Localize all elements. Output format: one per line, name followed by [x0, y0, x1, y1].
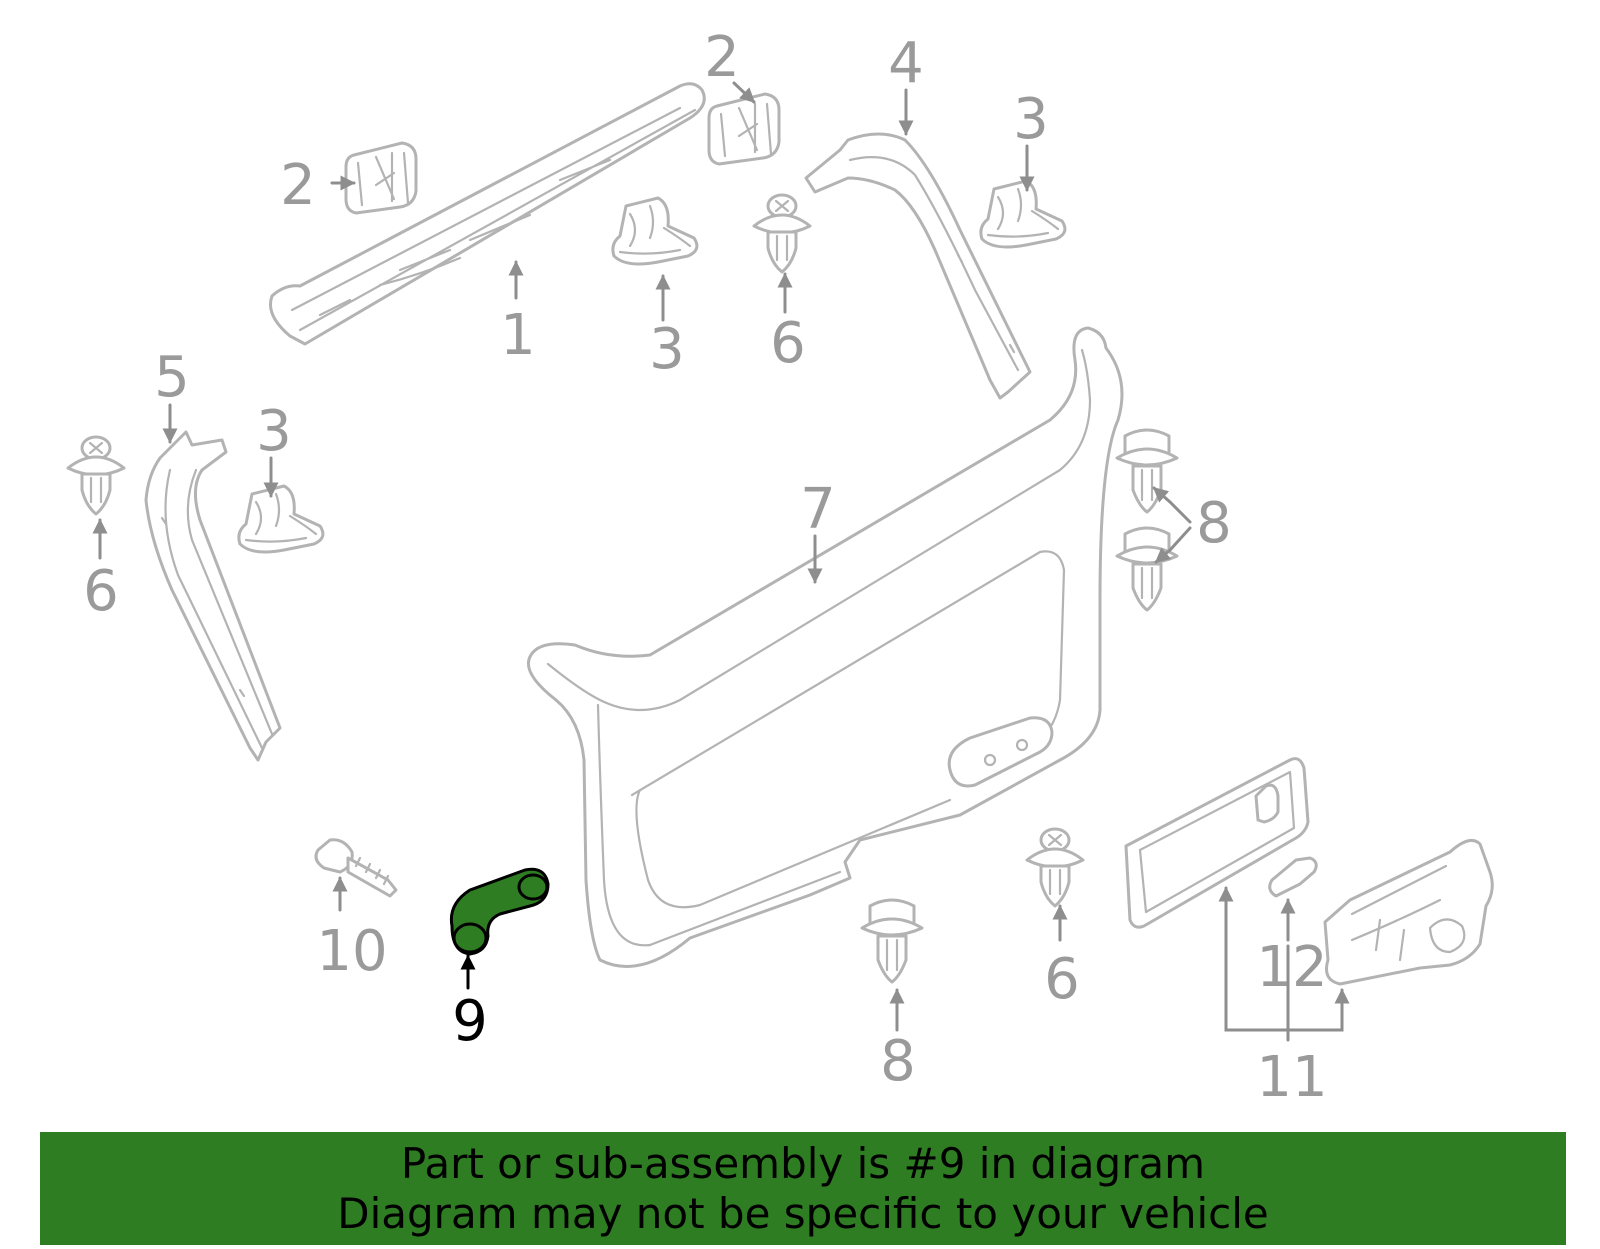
callout-6-top: 6 [770, 311, 806, 376]
part-8-clip-lower [1115, 526, 1179, 612]
callout-4: 4 [888, 31, 924, 96]
info-banner: Part or sub-assembly is #9 in diagram Di… [40, 1132, 1566, 1245]
part-7-liftgate-trim-panel [526, 326, 1124, 968]
part-9-pull-handle [449, 867, 550, 956]
part-3-clip-left [237, 484, 325, 554]
part-3-clip-top-center [611, 196, 699, 266]
callout-2-left: 2 [280, 153, 316, 218]
part-10-screw [314, 838, 398, 898]
part-11-lamp-lens [1124, 757, 1310, 929]
callout-8-right: 8 [1196, 491, 1232, 556]
part-3-clip-top-right [979, 179, 1067, 249]
callout-6-left: 6 [83, 559, 119, 624]
callout-6-bottom: 6 [1044, 947, 1080, 1012]
callout-11: 11 [1256, 1045, 1327, 1110]
part-6-pushpin-bottom [1025, 827, 1085, 908]
part-5-left-pillar-trim [144, 430, 282, 762]
callout-2-right: 2 [704, 25, 740, 90]
part-6-pushpin-top [752, 193, 812, 274]
banner-line-part-number: Part or sub-assembly is #9 in diagram [400, 1138, 1206, 1188]
callout-3-left: 3 [256, 399, 292, 464]
banner-line-disclaimer: Diagram may not be specific to your vehi… [337, 1188, 1269, 1238]
callout-7: 7 [800, 477, 836, 542]
part-2-retainer-right [707, 92, 781, 166]
callout-3-top-right: 3 [1013, 87, 1049, 152]
callout-1: 1 [500, 303, 536, 368]
callout-10: 10 [316, 919, 387, 984]
part-12-bulb [1268, 856, 1318, 898]
part-2-retainer-left [344, 141, 418, 215]
callout-8-bottom: 8 [880, 1029, 916, 1094]
callout-3-top-center: 3 [649, 317, 685, 382]
part-1-upper-trim-panel [269, 82, 706, 346]
part-8-clip-bottom [860, 898, 924, 984]
part-4-right-pillar-trim [804, 132, 1032, 400]
callout-labels: 1 2 2 3 3 3 4 5 6 6 6 7 8 8 9 10 11 12 [83, 25, 1327, 1110]
part-11-lamp-housing [1323, 838, 1494, 986]
leader-lines [92, 81, 1350, 1042]
callout-5: 5 [154, 345, 190, 410]
callout-9: 9 [452, 989, 488, 1054]
callout-12: 12 [1256, 935, 1327, 1000]
part-6-pushpin-left [66, 435, 126, 516]
